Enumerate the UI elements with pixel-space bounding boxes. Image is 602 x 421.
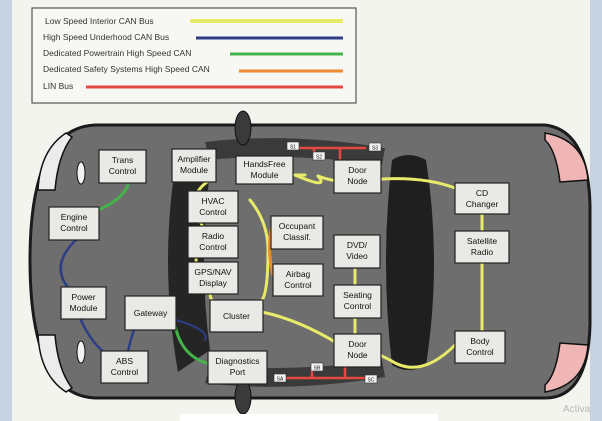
taillight-bottom xyxy=(544,342,589,393)
legend-label-low-speed: Low Speed Interior CAN Bus xyxy=(45,16,154,26)
lin-node-bottom-2: SB xyxy=(314,366,321,372)
headlight-top xyxy=(37,132,74,191)
lin-node-top-3: S3 xyxy=(372,146,378,152)
lin-node-bottom-1: SA xyxy=(277,377,284,383)
side-mirror-top xyxy=(234,110,252,146)
lin-node-top-1: S1 xyxy=(290,145,296,151)
lin-node-top-2: S2 xyxy=(316,155,322,161)
svg-text:Cluster: Cluster xyxy=(223,311,250,321)
lin-node-bottom-3: SC xyxy=(368,378,375,384)
activation-watermark: Activa xyxy=(563,404,591,415)
module-dvd-video[interactable]: DVD/Video xyxy=(333,234,381,269)
side-mirror-bottom xyxy=(234,379,252,415)
foglight-top xyxy=(76,161,86,185)
low-speed-can-bottom xyxy=(368,343,457,369)
headlight-bottom xyxy=(37,334,74,393)
module-gateway[interactable]: Gateway xyxy=(124,295,177,331)
powertrain-can xyxy=(96,183,130,212)
svg-text:Gateway: Gateway xyxy=(134,308,168,318)
legend-label-powertrain: Dedicated Powertrain High Speed CAN xyxy=(43,48,191,58)
legend-label-high-speed: High Speed Underhood CAN Bus xyxy=(43,32,169,42)
svg-text:DVD/Video: DVD/Video xyxy=(346,240,368,261)
taillight-top xyxy=(544,132,589,183)
legend-label-safety: Dedicated Safety Systems High Speed CAN xyxy=(43,64,210,74)
lin-nodes: S1 S2 S3 SA SB SC xyxy=(273,141,382,384)
rear-window xyxy=(386,155,434,370)
high-speed-can-front xyxy=(59,236,80,292)
legend: Low Speed Interior CAN Bus High Speed Un… xyxy=(31,7,357,104)
legend-label-lin: LIN Bus xyxy=(43,81,73,91)
page-strip xyxy=(180,414,438,421)
foglight-bottom xyxy=(76,340,86,364)
module-cluster[interactable]: Cluster xyxy=(209,299,264,333)
